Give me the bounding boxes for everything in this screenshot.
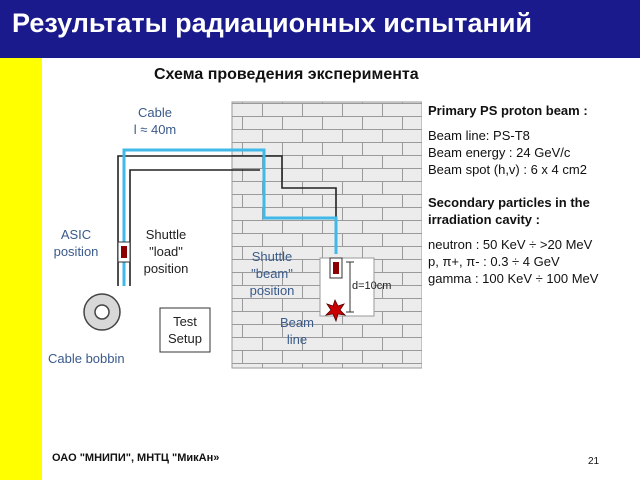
gamma-text: gamma : 100 KeV ÷ 100 MeV bbox=[428, 271, 599, 286]
slide-title: Результаты радиационных испытаний bbox=[12, 8, 533, 38]
experiment-diagram: Cable l ≈ 40m ASIC position Shuttle "loa… bbox=[42, 90, 422, 380]
shuttle-beam-label: Shuttle "beam" position bbox=[249, 249, 295, 298]
cable-bobbin-label: Cable bobbin bbox=[48, 351, 125, 366]
primary-beam-heading: Primary PS proton beam : bbox=[428, 103, 588, 118]
page-number: 21 bbox=[588, 456, 600, 467]
side-accent-strip bbox=[0, 58, 42, 480]
test-setup-box bbox=[159, 307, 211, 353]
beam-energy-text: Beam energy : 24 GeV/c bbox=[428, 145, 571, 160]
shuttle-load-label: Shuttle "load" position bbox=[143, 227, 189, 276]
test-setup-label: Test Setup bbox=[168, 314, 202, 346]
diameter-label: d=10cm bbox=[352, 280, 392, 292]
footer-organization: ОАО "МНИПИ", МНТЦ "МикАн» bbox=[52, 452, 220, 464]
shielding-wall bbox=[231, 101, 422, 369]
beam-line-text: Beam line: PS-T8 bbox=[428, 128, 530, 143]
cable-line bbox=[122, 148, 338, 286]
neutron-text: neutron : 50 KeV ÷ >20 MeV bbox=[428, 237, 593, 252]
asic-position-label: ASIC position bbox=[53, 227, 99, 259]
signal-cable bbox=[117, 155, 337, 286]
beam-spot-text: Beam spot (h,v) : 6 x 4 cm2 bbox=[428, 162, 587, 177]
beam-line-label: Beam line bbox=[280, 315, 314, 347]
beam-impact-star bbox=[324, 298, 347, 323]
slide-subtitle: Схема проведения эксперимента bbox=[154, 66, 419, 83]
diagram-graphics bbox=[83, 101, 422, 369]
proton-pion-text: p, π+, π- : 0.3 ÷ 4 GeV bbox=[428, 254, 560, 269]
beam-info-panel: Primary PS proton beam : Beam line: PS-T… bbox=[428, 102, 628, 287]
cable-label: Cable l ≈ 40m bbox=[133, 105, 177, 137]
title-bar: Результаты радиационных испытаний bbox=[0, 0, 640, 58]
secondary-particles-heading: Secondary particles in the irradiation c… bbox=[428, 195, 590, 227]
